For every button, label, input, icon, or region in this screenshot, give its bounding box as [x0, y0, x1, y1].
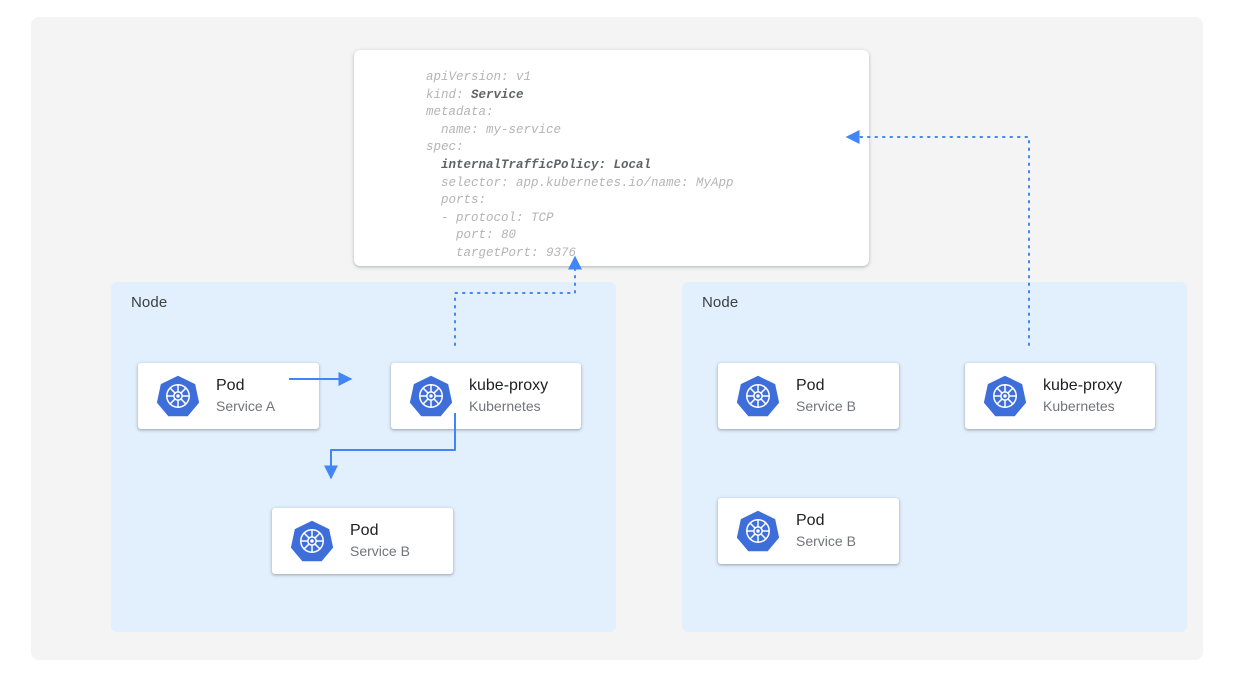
kubernetes-icon	[736, 374, 780, 418]
card-text: kube-proxy Kubernetes	[469, 376, 548, 416]
service-spec-card: apiVersion: v1 kind: Service metadata: n…	[354, 50, 869, 266]
node-container-right: Node	[682, 282, 1187, 632]
card-text: Pod Service B	[796, 376, 856, 416]
card-pod-service-b-right-bottom[interactable]: Pod Service B	[718, 498, 899, 564]
card-title: Pod	[796, 512, 825, 530]
kubernetes-icon	[983, 374, 1027, 418]
node-label-right: Node	[702, 294, 739, 311]
kubernetes-icon	[156, 374, 200, 418]
card-pod-service-b-right-top[interactable]: Pod Service B	[718, 363, 899, 429]
node-container-left: Node	[111, 282, 616, 632]
card-subtitle: Kubernetes	[1043, 398, 1115, 415]
card-subtitle: Service B	[796, 398, 856, 415]
card-title: Pod	[350, 522, 379, 540]
card-subtitle: Service B	[350, 543, 410, 560]
card-subtitle: Service A	[216, 398, 276, 415]
card-pod-service-a[interactable]: Pod Service A	[138, 363, 319, 429]
card-text: Pod Service B	[796, 511, 856, 551]
card-title: Pod	[796, 377, 825, 395]
kubernetes-icon	[736, 509, 780, 553]
card-text: Pod Service B	[350, 521, 410, 561]
kubernetes-icon	[409, 374, 453, 418]
card-title: kube-proxy	[469, 377, 549, 395]
card-kube-proxy-left[interactable]: kube-proxy Kubernetes	[391, 363, 581, 429]
card-subtitle: Kubernetes	[469, 398, 541, 415]
kubernetes-icon	[290, 519, 334, 563]
service-spec-yaml: apiVersion: v1 kind: Service metadata: n…	[426, 70, 734, 260]
card-pod-service-b-left[interactable]: Pod Service B	[272, 508, 453, 574]
card-subtitle: Service B	[796, 533, 856, 550]
diagram-canvas: apiVersion: v1 kind: Service metadata: n…	[31, 17, 1203, 660]
node-label-left: Node	[131, 294, 168, 311]
card-title: kube-proxy	[1043, 377, 1123, 395]
card-text: kube-proxy Kubernetes	[1043, 376, 1122, 416]
card-kube-proxy-right[interactable]: kube-proxy Kubernetes	[965, 363, 1155, 429]
card-text: Pod Service A	[216, 376, 275, 416]
card-title: Pod	[216, 377, 245, 395]
